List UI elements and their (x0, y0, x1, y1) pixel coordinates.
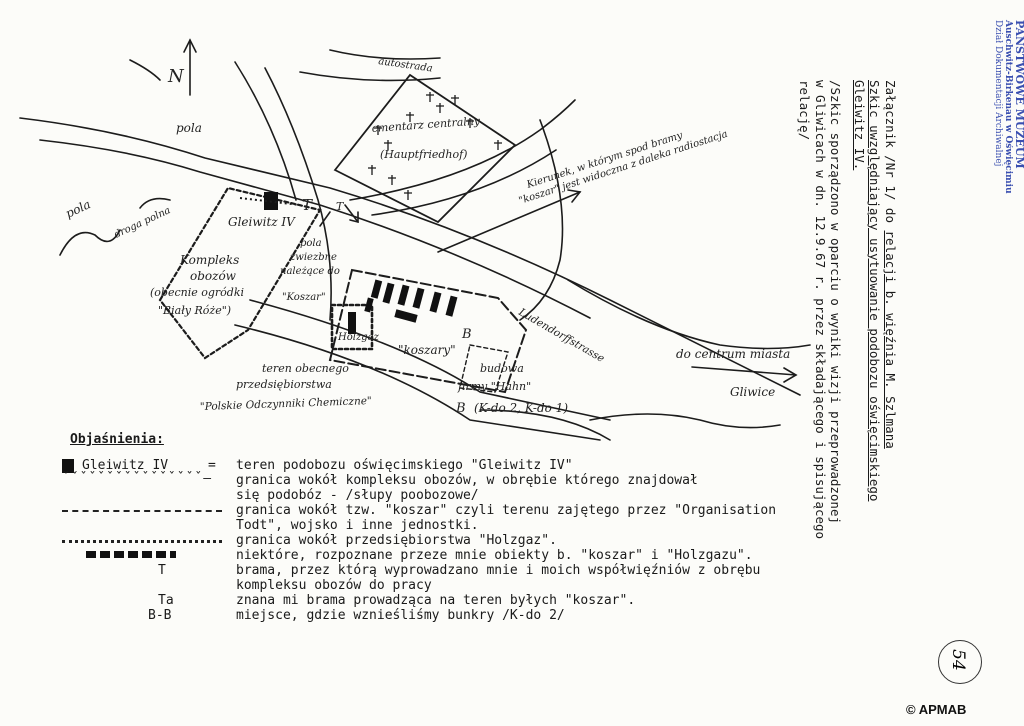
cemetery-outline (333, 73, 517, 224)
barracks-boundary (328, 268, 528, 394)
label-gliwice: Gliwice (730, 385, 775, 399)
label-teren-3: "Polskie Odczynniki Chemiczne" (200, 395, 372, 413)
legend-row-barracks: granica wokół tzw. "koszar" czyli terenu… (58, 503, 848, 518)
label-cemetery-1: cmentarz centralny (371, 114, 481, 135)
label-pola-zw-3: należące do (280, 266, 340, 277)
legend-row3b: Todt", wojsko i inne jednostki. (236, 518, 479, 533)
legend-row6a: brama, przez którą wyprowadzano mnie i m… (236, 563, 761, 578)
road-vertical (264, 67, 332, 321)
label-kompleks-2: obozów (190, 269, 237, 283)
holzgaz-boundary (330, 303, 374, 351)
header-line3: Gleiwitz IV. (852, 80, 867, 171)
label-budowa-1: budowa (480, 362, 524, 375)
page-number: 54 (947, 649, 968, 671)
label-b-upper: B (461, 327, 472, 342)
label-gleiwitz: Gleiwitz IV (228, 215, 296, 229)
legend-row-complex: ˇˇˇˇˇˇˇˇˇˇˇˇˇˇˇˇ‒ granica wokół kompleks… (58, 471, 848, 488)
label-pola-top: pola (176, 121, 202, 135)
legend-row1-text: teren podobozu oświęcimskiego "Gleiwitz … (236, 458, 573, 473)
legend-row3-cont: Todt", wojsko i inne jednostki. (58, 518, 848, 533)
label-pola-zw-2: żwiezbne (289, 252, 337, 263)
label-kdo: (K-do 2, K-do 1) (474, 401, 568, 415)
label-pola-left: pola (63, 197, 92, 221)
known-gate-symbol: Ta (158, 593, 174, 608)
legend-row-objects: niektóre, rozpoznane przeze mnie obiekty… (58, 548, 848, 563)
legend-row2a: granica wokół kompleksu obozów, w obrębi… (236, 473, 698, 488)
header-line1b: relacji b. więźnia M. Szlmana (883, 230, 898, 449)
label-droga-polna: droga polna (113, 205, 173, 241)
stamp-line3: Dział Dokumentacji Archiwalnej (993, 20, 1003, 167)
gate-symbol: T (158, 563, 166, 578)
legend-row-bunkers: B-B miejsce, gdzie wznieśliśmy bunkry /K… (58, 608, 848, 623)
legend-row3a: granica wokół tzw. "koszar" czyli terenu… (236, 503, 777, 518)
legend-row2b: się podobóz - /słupy poobozowe/ (236, 488, 479, 503)
label-budowa-2: firmy "Hahn" (457, 380, 531, 393)
legend-row-known-gate: Ta znana mi brama prowadząca na teren by… (58, 593, 848, 608)
legend-row-gate: T brama, przez którą wyprowadzano mnie i… (58, 563, 848, 578)
label-cemetery-2: (Hauptfriedhof) (380, 148, 467, 161)
label-pola-zw-1: pola (300, 238, 322, 249)
gleiwitz-symbol (62, 459, 74, 473)
centrum-arrow (691, 366, 797, 376)
road-autostrada (329, 49, 441, 60)
holzgaz-boundary-symbol (62, 540, 222, 543)
north-label: N (167, 66, 185, 87)
label-teren-2: przedsiębiorstwa (236, 378, 332, 391)
barracks-boundary-symbol (62, 510, 222, 512)
label-t-gate: T (302, 196, 313, 214)
complex-boundary-symbol: ˇˇˇˇˇˇˇˇˇˇˇˇˇˇˇˇ‒ (62, 471, 213, 486)
label-holzgaz: Holzgaz (337, 332, 380, 343)
legend-row2-cont: się podobóz - /słupy poobozowe/ (58, 488, 848, 503)
legend-row-holzgaz: granica wokół przedsiębiorstwa "Holzgaz"… (58, 533, 848, 548)
label-kompleks-3: (obecnie ogródki (150, 286, 244, 299)
label-ta-gate: T (336, 200, 345, 213)
legend-title: Objaśnienia: (70, 432, 164, 447)
legend-row4: granica wokół przedsiębiorstwa "Holzgaz"… (236, 533, 557, 548)
objects-symbol (86, 551, 176, 558)
road-ludendorff (519, 119, 564, 321)
road-main (19, 117, 801, 396)
legend-row6b: kompleksu obozów do pracy (236, 578, 432, 593)
page-number-circle: 54 (938, 640, 982, 684)
header-line4: /Szkic sporządzono w oparciu o wyniki wi… (828, 80, 844, 525)
label-kompleks-4: "Biały Róże") (158, 304, 231, 317)
header-line6: relację/ (797, 80, 813, 141)
label-pola-zw-4: "Koszar" (282, 292, 326, 303)
copyright-notice: © APMAB (906, 702, 967, 717)
camp-complex-boundary (158, 186, 322, 360)
legend-row6-cont: kompleksu obozów do pracy (58, 578, 848, 593)
label-ludendorff: Ludendorffstrasse (516, 306, 607, 365)
museum-stamp: PAŃSTWOWE MUZEUM Auschwitz-Birkenau w Oś… (968, 20, 1024, 200)
legend-eq: = (208, 458, 216, 473)
direction-arrow (437, 191, 581, 253)
legend-row5: niektóre, rozpoznane przeze mnie obiekty… (236, 548, 753, 563)
header-line2: Szkic uwzględniający usytuowanie podoboz… (867, 80, 883, 502)
label-centrum: do centrum miasta (676, 347, 790, 361)
bunker-symbol: B-B (148, 608, 172, 623)
label-b-lower: B (455, 401, 466, 416)
header-line1a: Załącznik /Nr 1/ do (883, 80, 898, 231)
label-direction-2: "koszar" jest widoczna z daleka radiosta… (518, 129, 730, 207)
label-kompleks-1: Kompleks (179, 253, 239, 267)
header-typed-text: Załącznik /Nr 1/ do relacji b. więźnia M… (778, 80, 899, 540)
legend-row-gleiwitz: Gleiwitz IV = teren podobozu oświęcimskie… (58, 458, 848, 473)
header-line5: w Gliwicach w dn. 12.9.67 r. przez skład… (813, 80, 828, 540)
legend-row7: znana mi brama prowadząca na teren byłyc… (236, 593, 636, 608)
barracks-buildings (348, 279, 458, 334)
gate-arrow (344, 204, 359, 223)
legend-row8: miejsce, gdzie wznieśliśmy bunkry /K-do … (236, 608, 565, 623)
label-teren-1: teren obecnego (262, 362, 349, 375)
stamp-line1: PAŃSTWOWE MUZEUM (1013, 20, 1024, 169)
label-koszary: "koszary" (398, 343, 456, 357)
cemetery-crosses (368, 92, 502, 200)
stamp-line2: Auschwitz-Birkenau w Oświęcimiu (1003, 20, 1013, 194)
legend-gleiwitz-label: Gleiwitz IV (82, 458, 169, 473)
